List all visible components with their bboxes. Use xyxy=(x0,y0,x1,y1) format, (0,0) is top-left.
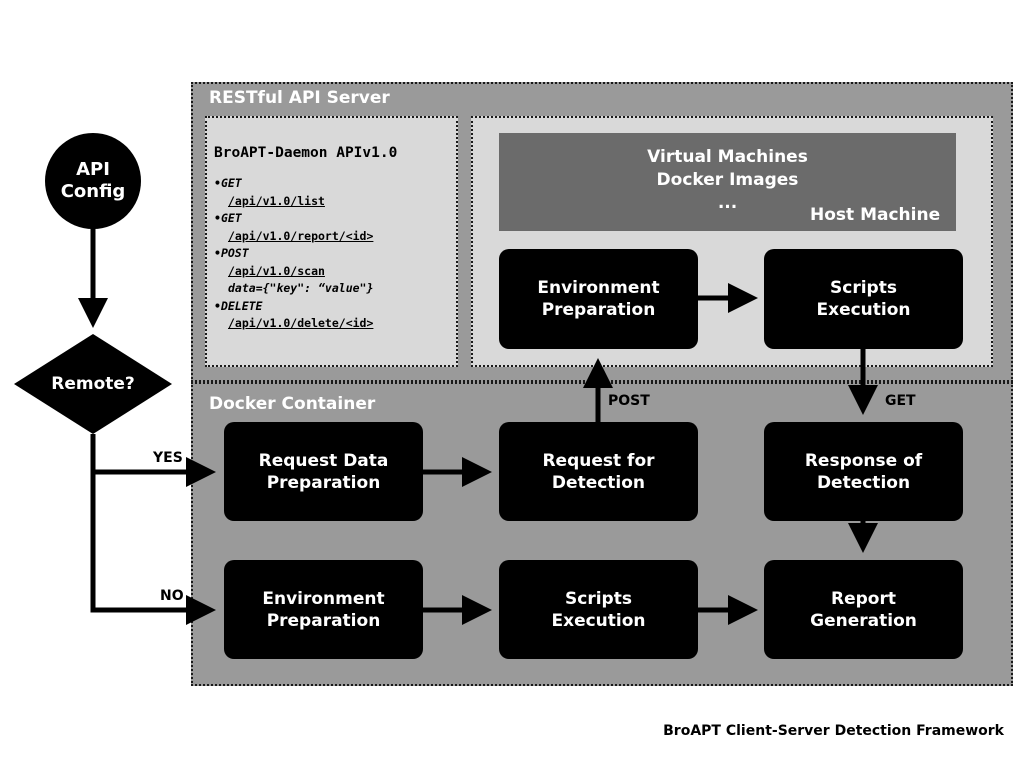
server-env-prep-node: Environment Preparation xyxy=(499,249,698,349)
host-machine-label: Host Machine xyxy=(810,205,941,225)
api-endpoint-path: /api/v1.0/scan xyxy=(228,263,325,278)
host-machine-bar xyxy=(499,133,956,231)
api-config-circle xyxy=(45,133,141,229)
api-server-title: RESTful API Server xyxy=(209,88,390,108)
local-scripts-exec-node: Scripts Execution xyxy=(499,560,698,659)
docker-title: Docker Container xyxy=(209,394,376,414)
api-endpoint-method: POST xyxy=(220,246,249,260)
edge-remote-yes xyxy=(90,434,216,487)
report-generation-node: Report Generation xyxy=(764,560,963,659)
remote-decision: Remote? xyxy=(51,374,135,394)
api-endpoint: •GET /api/v1.0/report/<id> xyxy=(214,210,397,245)
api-endpoint-extra: data={"key": “value"} xyxy=(228,281,374,295)
api-endpoint-method: GET xyxy=(220,176,242,190)
edge-label-post: POST xyxy=(608,393,650,409)
api-endpoint: •DELETE /api/v1.0/delete/<id> xyxy=(214,298,397,333)
api-endpoint-path: /api/v1.0/report/<id> xyxy=(228,228,374,243)
edge-label-no: NO xyxy=(160,588,184,604)
api-config-node: API Config xyxy=(60,159,126,202)
edge-remote-no xyxy=(90,472,216,625)
api-endpoint: •POST /api/v1.0/scan data={"key": “value… xyxy=(214,245,397,298)
api-endpoint-method: DELETE xyxy=(220,298,263,313)
edge-label-yes: YES xyxy=(153,450,183,466)
api-doc-title: BroAPT-Daemon APIv1.0 xyxy=(214,145,398,161)
request-detection-node: Request for Detection xyxy=(499,422,698,521)
local-env-prep-node: Environment Preparation xyxy=(224,560,423,659)
response-detection-node: Response of Detection xyxy=(764,422,963,521)
api-endpoint-method: GET xyxy=(220,211,242,225)
request-data-prep-node: Request Data Preparation xyxy=(224,422,423,521)
host-resources: Virtual Machines Docker Images ... xyxy=(647,147,808,213)
figure-caption: BroAPT Client-Server Detection Framework xyxy=(663,723,1004,739)
remote-diamond xyxy=(14,334,172,434)
api-doc: BroAPT-Daemon APIv1.0 •GET /api/v1.0/lis… xyxy=(214,145,397,333)
api-endpoint: •GET /api/v1.0/list xyxy=(214,175,397,210)
api-doc-panel xyxy=(205,116,458,367)
edge-label-get: GET xyxy=(885,393,916,409)
server-scripts-exec-node: Scripts Execution xyxy=(764,249,963,349)
api-endpoint-path: /api/v1.0/delete/<id> xyxy=(228,316,374,330)
api-endpoint-list: •GET /api/v1.0/list •GET /api/v1.0/repor… xyxy=(214,175,397,333)
api-endpoint-path: /api/v1.0/list xyxy=(228,193,325,208)
